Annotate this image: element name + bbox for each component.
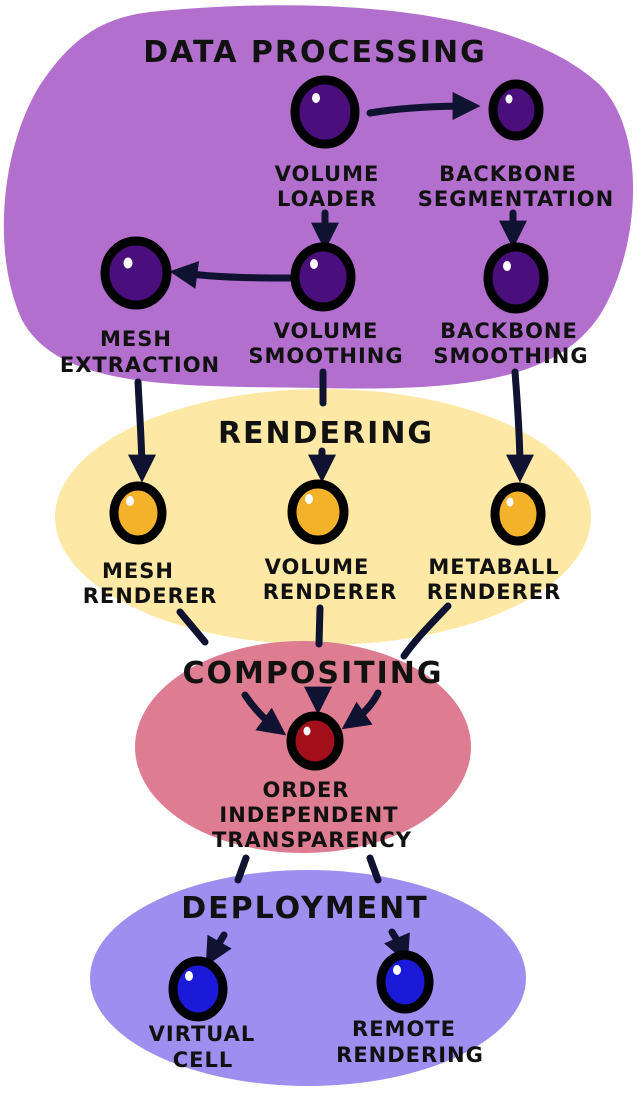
volume-smoothing-label-line-1: VOLUME [274, 319, 379, 343]
edge-metaball-renderer-to-oit-arrow [341, 689, 382, 730]
oit-label-line-3: TRANSPARENCY [212, 828, 412, 852]
edge-mesh-extraction-to-mesh-renderer [127, 378, 156, 483]
mesh-renderer-node-highlight [126, 496, 134, 506]
node-remote-rendering: REMOTE RENDERING [336, 950, 484, 1067]
backbone-segmentation-node-icon [488, 79, 544, 141]
compositing-title: COMPOSITING [183, 656, 444, 691]
edge-backbone-smoothing-to-metaball-renderer [505, 368, 534, 483]
node-virtual-cell: VIRTUAL CELL [149, 956, 256, 1072]
volume-smoothing-node-icon [290, 242, 356, 312]
oit-node-highlight [303, 726, 311, 736]
metaball-renderer-node-highlight [506, 497, 514, 507]
volume-renderer-node-highlight [305, 494, 313, 504]
rendering-title: RENDERING [218, 416, 434, 451]
virtual-cell-label-line-1: VIRTUAL [149, 1022, 256, 1046]
edge-volume-loader-to-backbone-segmentation [366, 92, 481, 121]
volume-renderer-label-line-1: VOLUME [265, 555, 370, 579]
node-volume-loader: VOLUME LOADER [275, 75, 380, 211]
virtual-cell-node-icon [168, 956, 228, 1022]
metaball-renderer-label-line-2: RENDERER [427, 580, 562, 604]
volume-loader-label-line-1: VOLUME [275, 162, 380, 186]
volume-smoothing-label-line-2: SMOOTHING [248, 344, 403, 368]
mesh-extraction-node-icon [100, 236, 172, 310]
mesh-renderer-node-icon [109, 481, 167, 545]
virtual-cell-node-highlight [185, 971, 193, 981]
remote-rendering-label-line-2: RENDERING [336, 1043, 484, 1067]
remote-rendering-node-highlight [393, 965, 401, 975]
oit-label-line-1: ORDER [263, 778, 350, 802]
deployment-region [90, 870, 526, 1086]
remote-rendering-node-icon [376, 950, 434, 1014]
node-backbone-segmentation: BACKBONE SEGMENTATION [418, 79, 614, 211]
mesh-renderer-label-line-1: MESH [102, 559, 174, 583]
backbone-segmentation-label-line-1: BACKBONE [439, 162, 577, 186]
backbone-smoothing-label-line-1: BACKBONE [440, 319, 578, 343]
backbone-smoothing-node-highlight [503, 261, 511, 271]
node-volume-renderer: VOLUME RENDERER [263, 479, 398, 604]
volume-loader-node-icon [290, 75, 360, 149]
mesh-extraction-node-highlight [123, 257, 133, 269]
edge-oit-to-remote-rendering-line [366, 854, 382, 884]
node-order-independent-transparency: ORDER INDEPENDENT TRANSPARENCY [212, 711, 412, 852]
node-backbone-smoothing: BACKBONE SMOOTHING [433, 242, 588, 368]
edge-metaball-renderer-to-oit-line [400, 602, 452, 660]
backbone-smoothing-label-line-2: SMOOTHING [433, 344, 588, 368]
virtual-cell-label-line-2: CELL [173, 1048, 234, 1072]
data-processing-title: DATA PROCESSING [143, 35, 486, 70]
volume-renderer-node-icon [287, 479, 349, 545]
edge-oit-to-virtual-cell-arrow [205, 931, 232, 966]
edge-volume-renderer-to-oit-line [315, 604, 324, 648]
mesh-extraction-label-line-1: MESH [100, 327, 172, 351]
node-mesh-renderer: MESH RENDERER [83, 481, 218, 608]
remote-rendering-label-line-1: REMOTE [352, 1017, 456, 1041]
edge-mesh-renderer-to-oit-arrow [241, 691, 287, 736]
edge-mesh-renderer-to-oit-line [176, 608, 209, 646]
metaball-renderer-node-icon [490, 482, 546, 546]
backbone-segmentation-label-line-2: SEGMENTATION [418, 187, 614, 211]
volume-loader-label-line-2: LOADER [277, 187, 377, 211]
node-metaball-renderer: METABALL RENDERER [427, 482, 562, 604]
oit-label-line-2: INDEPENDENT [219, 803, 398, 827]
mesh-renderer-label-line-2: RENDERER [83, 584, 218, 608]
mesh-extraction-label-line-2: EXTRACTION [60, 353, 220, 377]
edges [127, 92, 534, 966]
edge-oit-to-remote-rendering-arrow [384, 928, 410, 964]
edge-oit-to-virtual-cell-line [234, 854, 250, 884]
deployment-title: DEPLOYMENT [181, 891, 429, 926]
backbone-segmentation-node-highlight [505, 94, 513, 104]
volume-loader-node-highlight [312, 93, 320, 103]
oit-node-icon [286, 711, 344, 771]
backbone-smoothing-node-icon [483, 242, 549, 314]
metaball-renderer-label-line-1: METABALL [428, 555, 559, 579]
edge-volume-smoothing-to-mesh-extraction [169, 261, 294, 289]
volume-smoothing-node-highlight [310, 259, 318, 269]
volume-renderer-label-line-2: RENDERER [263, 580, 398, 604]
node-mesh-extraction: MESH EXTRACTION [60, 236, 220, 377]
node-volume-smoothing: VOLUME SMOOTHING [248, 242, 403, 368]
